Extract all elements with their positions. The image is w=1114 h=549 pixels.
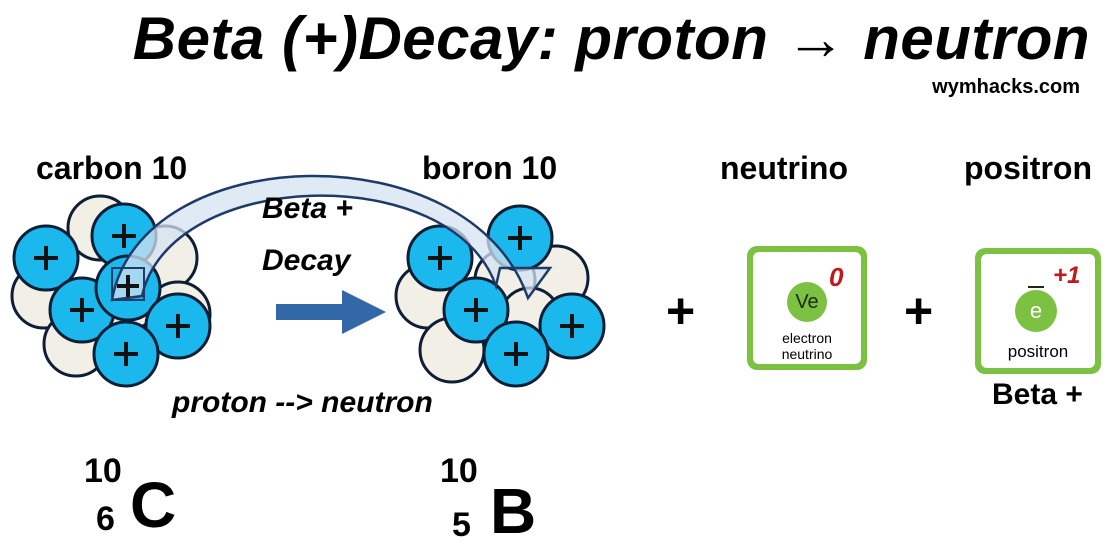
- boron-atomic-number: 5: [452, 506, 471, 544]
- plus-sign-2: +: [904, 283, 934, 339]
- parent-nucleus-label: carbon 10: [36, 150, 188, 186]
- neutrino-label: neutrino: [720, 150, 848, 186]
- decay-label-line2: Decay: [262, 244, 351, 277]
- curved-transfer-arrow: [110, 174, 553, 302]
- daughter-nucleus-label: boron 10: [422, 150, 558, 186]
- positron-badge: e +1 positron: [975, 248, 1101, 374]
- carbon-atomic-number: 6: [96, 500, 115, 538]
- site-credit: wymhacks.com: [932, 76, 1080, 98]
- neutrino-charge: 0: [829, 262, 844, 292]
- conversion-caption: proton --> neutron: [172, 386, 433, 419]
- carbon-mass-number: 10: [84, 452, 122, 490]
- boron-symbol: B: [490, 475, 537, 547]
- decay-label-line1: Beta +: [262, 192, 353, 225]
- electron-neutrino-badge: Ve 0 electron neutrino: [747, 246, 867, 370]
- page-title: Beta (+)Decay: proton → neutron: [132, 5, 1090, 72]
- neutrino-caption-line2: neutrino: [781, 346, 833, 362]
- antiparticle-bar: [1028, 286, 1044, 288]
- positron-label: positron: [964, 150, 1092, 186]
- boron-10-nucleus: [394, 204, 606, 388]
- carbon-symbol: C: [130, 469, 177, 541]
- positron-charge: +1: [1053, 262, 1081, 289]
- plus-sign-1: +: [666, 283, 696, 339]
- positron-type-label: Beta +: [992, 378, 1083, 411]
- converting-proton-box: [111, 267, 145, 301]
- neutrino-symbol: Ve: [787, 282, 827, 322]
- proton-plus-signs: [34, 224, 584, 366]
- neutrino-caption-line1: electron: [782, 330, 832, 346]
- positron-symbol: e: [1015, 290, 1057, 332]
- decay-arrow: [276, 290, 386, 334]
- boron-mass-number: 10: [440, 452, 478, 490]
- positron-caption: positron: [1007, 342, 1069, 361]
